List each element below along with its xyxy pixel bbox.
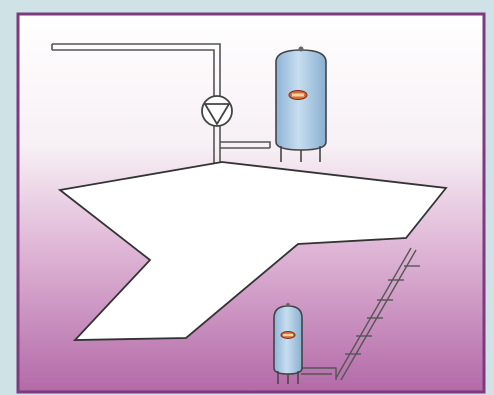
pump-icon [201,95,233,127]
slab-icon [57,161,448,341]
pipe-riser-icon [301,247,420,381]
tank-icon [273,303,303,384]
tank-icon [275,46,327,162]
pipe-icon [51,43,271,164]
